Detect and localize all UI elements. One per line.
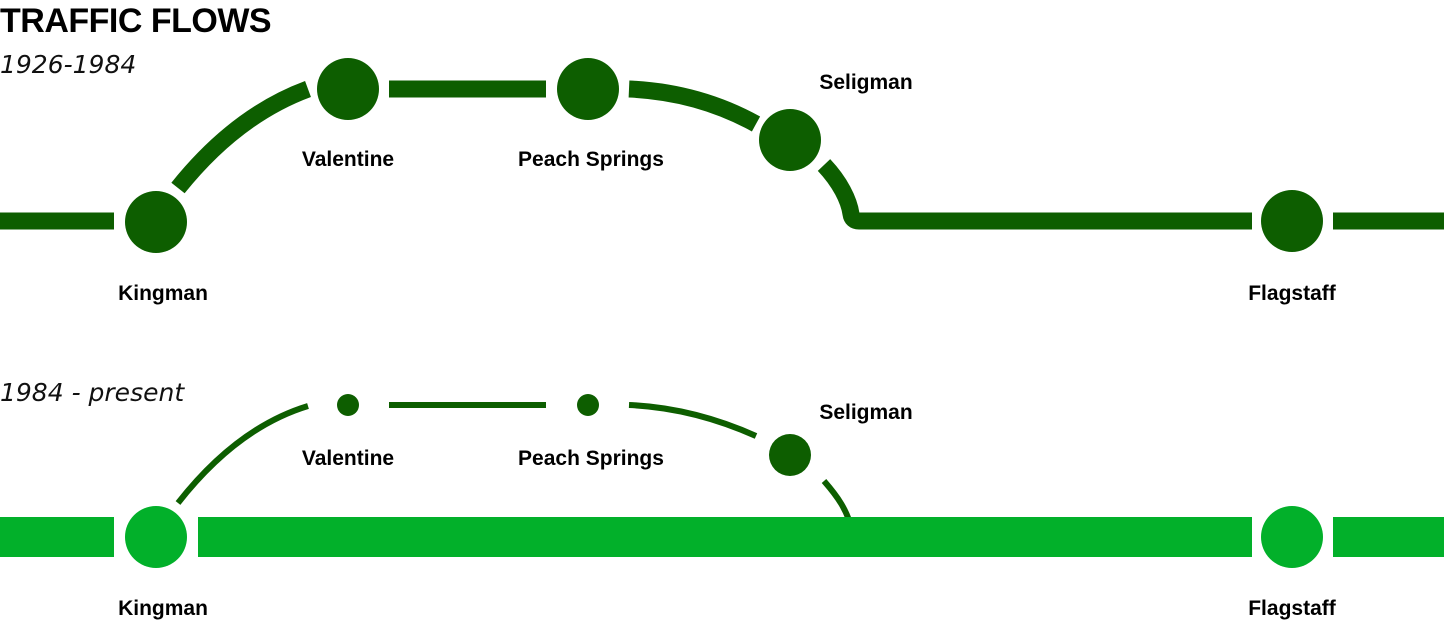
- station-flagstaff-label-2: Flagstaff: [1248, 597, 1337, 620]
- station-peach-springs-label-2: Peach Springs: [518, 447, 664, 470]
- diagram-title: TRAFFIC FLOWS: [0, 2, 272, 40]
- station-valentine-label-2: Valentine: [302, 447, 394, 470]
- route-segment-seligman-flagstaff: [817, 159, 1252, 230]
- station-flagstaff-label: Flagstaff: [1248, 282, 1337, 305]
- panel-1926-1984: Kingman Valentine Peach Springs Seligman…: [0, 58, 1444, 305]
- station-valentine-label: Valentine: [302, 148, 394, 171]
- station-seligman-label: Seligman: [819, 71, 912, 94]
- station-peach-springs-label: Peach Springs: [518, 148, 664, 171]
- panel-1984-present: Kingman Valentine Peach Springs Seligman…: [0, 394, 1444, 620]
- old-route-segment-peach-springs-seligman: [628, 402, 758, 439]
- old-route-segment-kingman-valentine: [175, 403, 309, 505]
- station-seligman-marker: [759, 109, 821, 171]
- station-flagstaff-interstate-marker: [1261, 506, 1323, 568]
- station-kingman-label-2: Kingman: [118, 597, 208, 620]
- station-kingman-interstate-marker: [125, 506, 187, 568]
- station-kingman-label: Kingman: [118, 282, 208, 305]
- station-peach-springs-marker-small: [577, 394, 599, 416]
- period-label-1926-1984: 1926-1984: [0, 50, 137, 79]
- route-segment-peach-springs-seligman: [628, 80, 761, 132]
- station-seligman-marker-medium: [769, 434, 811, 476]
- station-valentine-marker-small: [337, 394, 359, 416]
- station-seligman-label-2: Seligman: [819, 401, 912, 424]
- period-label-1984-present: 1984 - present: [0, 378, 185, 407]
- station-peach-springs-marker: [557, 58, 619, 120]
- station-kingman-marker: [125, 191, 187, 253]
- station-valentine-marker: [317, 58, 379, 120]
- route-segment-kingman-valentine: [171, 81, 311, 194]
- station-flagstaff-marker: [1261, 190, 1323, 252]
